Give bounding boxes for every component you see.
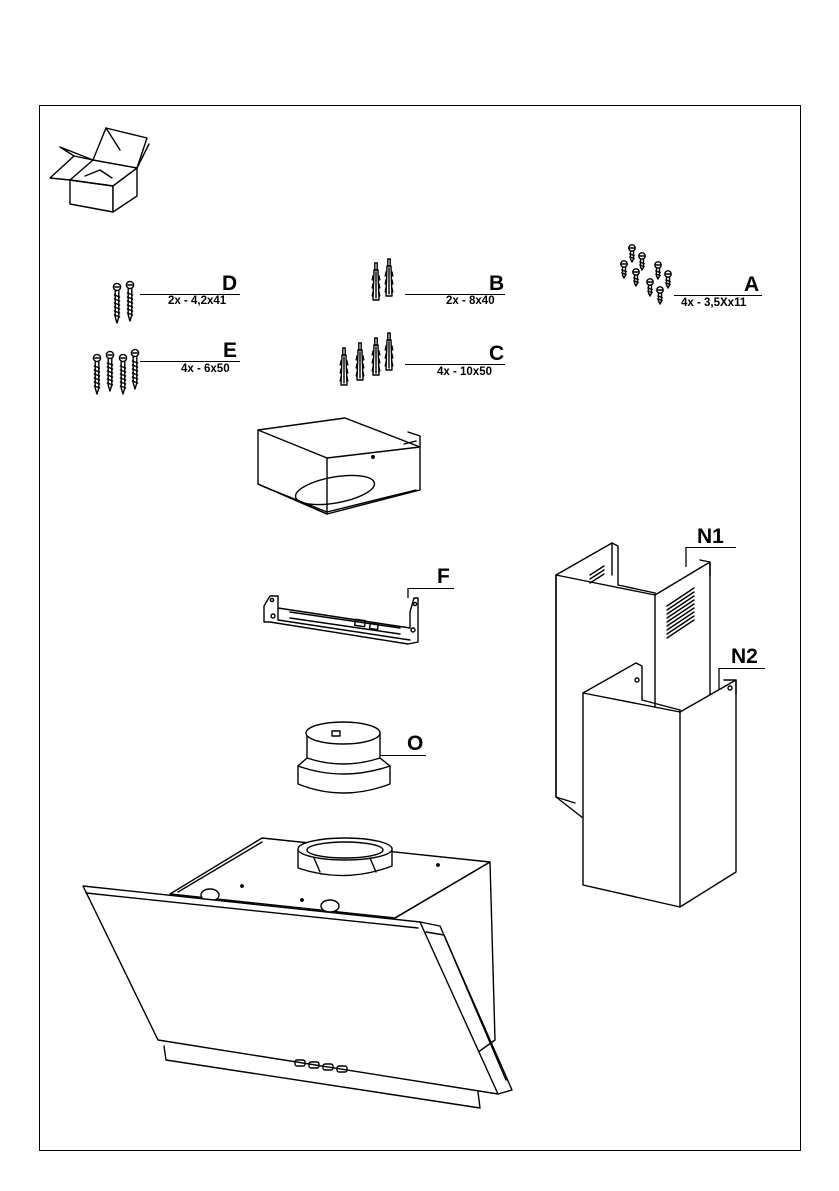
part-rule-o — [380, 755, 426, 756]
part-rule-a — [674, 295, 762, 296]
part-spec-c: 4x - 10x50 — [437, 366, 492, 378]
part-rule-f — [408, 588, 454, 589]
part-letter-c: C — [489, 342, 505, 365]
part-letter-n2: N2 — [731, 645, 758, 668]
page-frame — [39, 105, 801, 1151]
duct-collar-icon — [297, 721, 391, 794]
part-spec-d: 2x - 4,2x41 — [168, 295, 227, 307]
chimney-cover-n2-icon — [582, 662, 737, 908]
part-rule-b — [405, 294, 505, 295]
part-letter-a: A — [744, 273, 760, 296]
part-rule-n2 — [719, 668, 765, 669]
part-letter-f: F — [437, 565, 450, 588]
cooker-hood-icon — [82, 837, 513, 1109]
part-letter-n1: N1 — [697, 525, 724, 548]
part-letter-b: B — [489, 272, 505, 295]
part-rule-n1 — [686, 547, 736, 548]
mounting-bracket-icon — [263, 595, 419, 645]
part-spec-a: 4x - 3,5Xx11 — [681, 297, 747, 309]
open-box-icon — [49, 127, 150, 213]
part-rule-e — [140, 361, 240, 362]
part-letter-o: O — [407, 732, 424, 755]
part-spec-b: 2x - 8x40 — [446, 295, 495, 307]
part-letter-e: E — [223, 339, 238, 362]
part-spec-e: 4x - 6x50 — [181, 363, 230, 375]
part-rule-c — [405, 364, 505, 365]
part-rule-d — [140, 294, 240, 295]
motor-housing-icon — [257, 417, 421, 515]
part-letter-d: D — [222, 272, 238, 295]
